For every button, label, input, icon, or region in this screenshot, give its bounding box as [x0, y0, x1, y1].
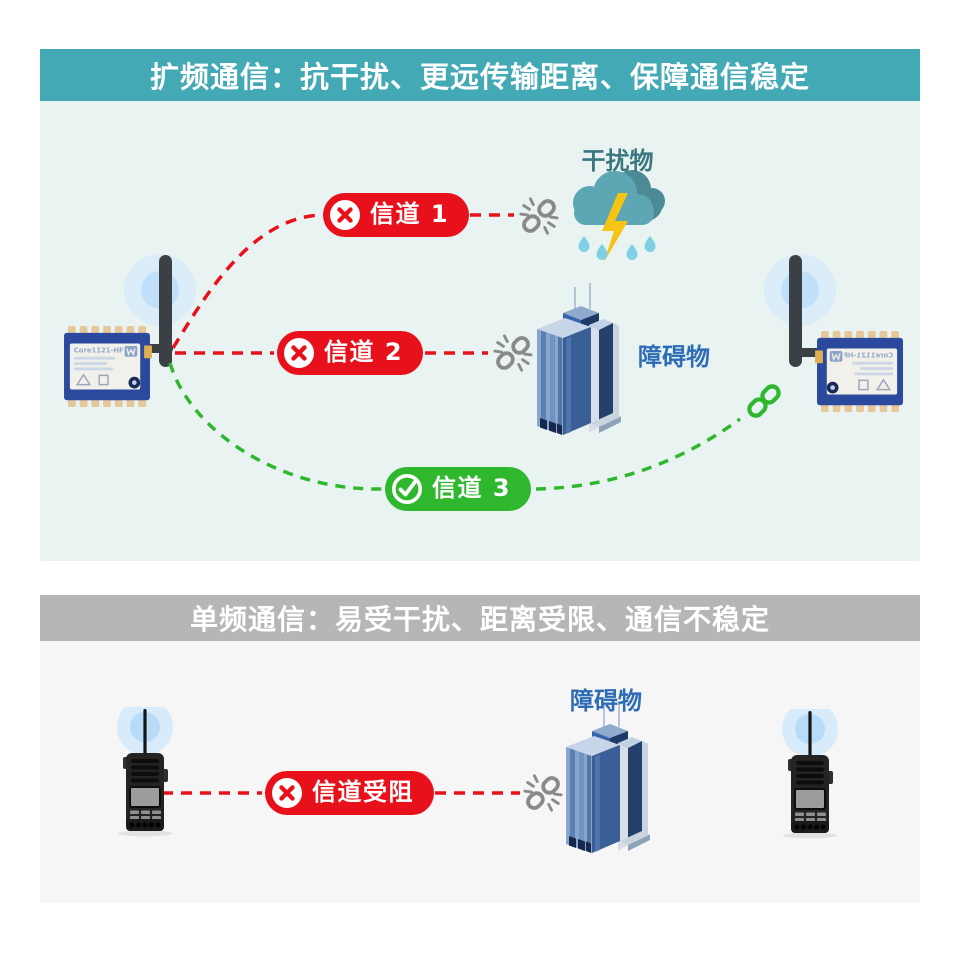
channel-1-line-left: [171, 213, 321, 349]
cross-circle-icon: [329, 199, 361, 231]
bottom-header-title: 单频通信：易受干扰、距离受限、通信不稳定: [189, 603, 770, 636]
channel-2-badge: 信道 2: [277, 331, 424, 375]
building-icon: [536, 282, 622, 436]
channel-blocked-badge: 信道受阻: [265, 771, 434, 815]
cross-circle-icon: [283, 337, 315, 369]
obstacle-label: 障碍物: [570, 687, 642, 715]
raindrop-icon: [596, 244, 608, 260]
channel-1-badge: 信道 1: [323, 193, 470, 237]
storm-cloud-icon: [573, 170, 665, 262]
blocked-channel-lines: [162, 791, 520, 795]
single-frequency-panel: 障碍物 信道受阻: [40, 641, 920, 903]
antenna-icon: [789, 255, 802, 367]
channel-1-label: 信道 1: [370, 200, 450, 228]
raindrop-icon: [644, 236, 656, 252]
cross-circle-icon: [271, 777, 303, 809]
rf-module-icon: [815, 330, 904, 413]
broken-link-icon: [518, 196, 560, 236]
channel-blocked-label: 信道受阻: [312, 778, 414, 806]
walkie-talkie-icon: [781, 709, 839, 840]
top-header-title: 扩频通信：抗干扰、更远传输距离、保障通信稳定: [149, 60, 810, 94]
antenna-icon: [159, 255, 172, 367]
channel-3-line-left: [168, 362, 383, 491]
obstacle-label: 障碍物: [638, 343, 710, 371]
chain-link-icon: [742, 379, 786, 423]
channel-3-badge: 信道 3: [385, 467, 532, 511]
raindrop-icon: [578, 236, 590, 252]
lightning-bolt-icon: [602, 193, 628, 262]
top-section-header: 扩频通信：抗干扰、更远传输距离、保障通信稳定: [40, 49, 920, 101]
building-icon: [565, 700, 651, 854]
rf-module-icon: [63, 325, 152, 408]
raindrop-icon: [626, 244, 638, 260]
spread-spectrum-panel: 干扰物 障碍物 信道 1 信道 2 信道 3: [40, 101, 920, 561]
broken-link-icon: [522, 773, 564, 813]
channel-2-label: 信道 2: [324, 338, 404, 366]
channel-3-label: 信道 3: [432, 474, 512, 502]
broken-link-icon: [492, 333, 534, 373]
antenna-feedline: [143, 344, 173, 353]
interference-label: 干扰物: [581, 147, 654, 175]
check-circle-icon: [391, 473, 423, 505]
channel-lines: [168, 213, 742, 491]
antenna-feedline: [797, 348, 827, 357]
bottom-section-header: 单频通信：易受干扰、距离受限、通信不稳定: [40, 595, 920, 641]
walkie-talkie-icon: [116, 707, 174, 838]
